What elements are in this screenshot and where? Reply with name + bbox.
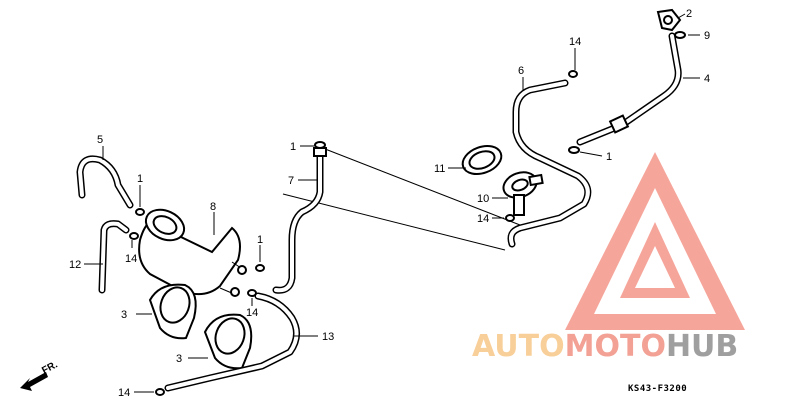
- clip-part-14: [568, 70, 578, 78]
- callout-14: 14: [125, 253, 137, 265]
- valve-part-10: [502, 171, 544, 216]
- callout-1: 1: [257, 234, 263, 246]
- svg-text:AUTOMOTOHUB: AUTOMOTOHUB: [472, 329, 738, 364]
- watermark-part-1: AUTO: [472, 329, 565, 364]
- hose-part-12: [98, 220, 130, 294]
- guide-line: [319, 146, 521, 226]
- callout-10: 10: [477, 193, 489, 205]
- watermark-part-3: HUB: [666, 329, 738, 364]
- callout-5: 5: [97, 134, 103, 146]
- callout-1: 1: [606, 151, 612, 163]
- front-arrow-label: FR.: [40, 359, 60, 376]
- ring-part-11: [461, 144, 503, 176]
- watermark-logo: [565, 152, 745, 330]
- hose-part-6: [507, 79, 592, 248]
- watermark-text: AUTOMOTOHUB: [472, 329, 738, 364]
- hose-part-7: [272, 147, 327, 294]
- callout-8: 8: [210, 201, 216, 213]
- callout-12: 12: [69, 259, 81, 271]
- clip-part-9: [674, 31, 686, 39]
- clip-part-1: [129, 141, 326, 396]
- callout-6: 6: [518, 65, 524, 77]
- mount-band-part-3a: [148, 283, 197, 340]
- callout-14: 14: [118, 387, 130, 399]
- callout-14: 14: [246, 307, 258, 319]
- callout-13: 13: [322, 331, 334, 343]
- leader-lines: [84, 13, 700, 393]
- callout-14: 14: [569, 36, 581, 48]
- mount-band-part-3b: [203, 313, 253, 370]
- callout-11: 11: [434, 163, 445, 175]
- callout-7: 7: [288, 175, 294, 187]
- callout-14: 14: [477, 213, 489, 225]
- callout-1: 1: [290, 141, 296, 153]
- callout-4: 4: [704, 73, 710, 85]
- callout-9: 9: [704, 30, 710, 42]
- canister-part-8: [138, 208, 247, 297]
- callout-3: 3: [176, 353, 182, 365]
- hose-part-13: [164, 292, 300, 392]
- callout-2: 2: [686, 8, 692, 20]
- hose-part-5: [76, 155, 134, 209]
- guide-line: [282, 193, 506, 251]
- clip-part-1: [568, 146, 580, 154]
- drawing-code: KS43-F3200: [628, 384, 687, 394]
- callout-1: 1: [137, 173, 143, 185]
- hose-part-4: [576, 32, 682, 146]
- fitting-part-2: [656, 8, 682, 32]
- front-arrow-icon: FR.: [20, 359, 60, 391]
- clip-part-14: [505, 214, 515, 222]
- callout-3: 3: [121, 309, 127, 321]
- watermark-part-2: MOTO: [565, 329, 666, 364]
